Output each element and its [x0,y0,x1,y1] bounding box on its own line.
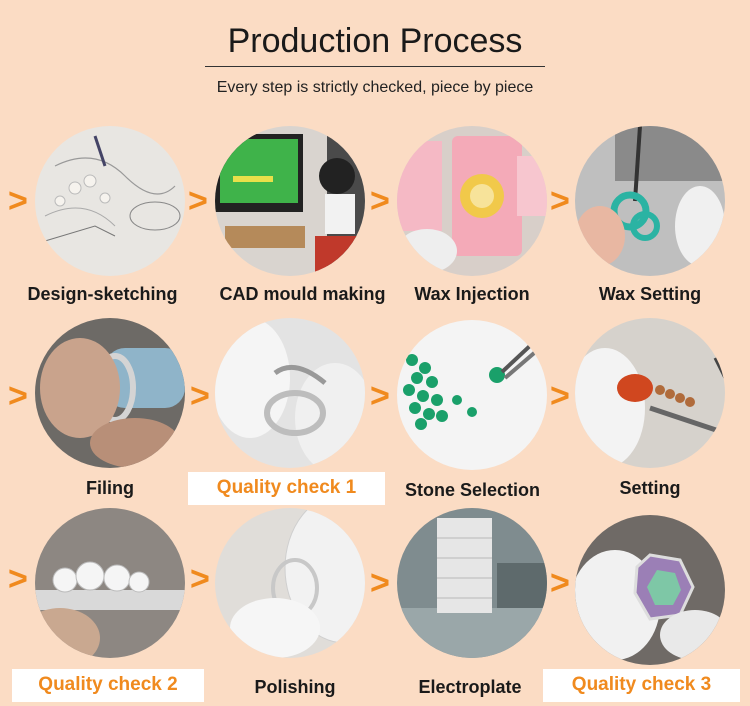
arrow-icon: > [550,182,570,220]
arrow-icon: > [370,377,390,415]
step-stone-selection [397,320,547,470]
arrow-icon: > [8,560,28,598]
step-polishing [215,508,365,658]
wax-injection-photo [397,126,547,276]
cad-computer-photo [215,126,365,276]
step-label: Wax Setting [598,284,702,304]
step-setting [575,318,725,468]
step-cad-mould-making [215,126,365,276]
step-quality-check-2 [35,508,185,658]
page-title: Production Process [227,22,523,60]
wax-setting-photo [575,126,725,276]
step-label: Setting [619,478,681,498]
step-filing [35,318,185,468]
arrow-icon: > [370,564,390,602]
quality-check-label: Quality check 1 [188,472,385,505]
electroplate-photo [397,508,547,658]
arrow-icon: > [550,377,570,415]
step-quality-check-3 [575,515,725,665]
step-label: Design-sketching [27,284,178,304]
quality-check-photo [215,318,365,468]
step-quality-check-1 [215,318,365,468]
step-label: Stone Selection [404,480,541,500]
quality-check-label: Quality check 3 [543,669,740,702]
quality-check-photo [575,515,725,665]
step-electroplate [397,508,547,658]
arrow-icon: > [190,377,210,415]
step-label: CAD mould making [219,284,386,304]
arrow-icon: > [550,564,570,602]
arrow-icon: > [190,560,210,598]
step-label: Filing [86,478,134,498]
design-sketch-photo [35,126,185,276]
quality-check-label: Quality check 2 [12,669,204,702]
arrow-icon: > [370,182,390,220]
step-wax-injection [397,126,547,276]
polishing-photo [215,508,365,658]
step-label: Polishing [254,677,336,697]
filing-photo [35,318,185,468]
step-label: Wax Injection [414,284,530,304]
quality-check-photo [35,508,185,658]
stone-setting-photo [575,318,725,468]
step-design-sketching [35,126,185,276]
stone-selection-photo [397,320,547,470]
arrow-icon: > [188,182,208,220]
arrow-icon: > [8,377,28,415]
page-subtitle: Every step is strictly checked, piece by… [216,79,534,96]
step-label: Electroplate [418,677,522,697]
step-wax-setting [575,126,725,276]
title-underline [205,66,545,67]
arrow-icon: > [8,182,28,220]
